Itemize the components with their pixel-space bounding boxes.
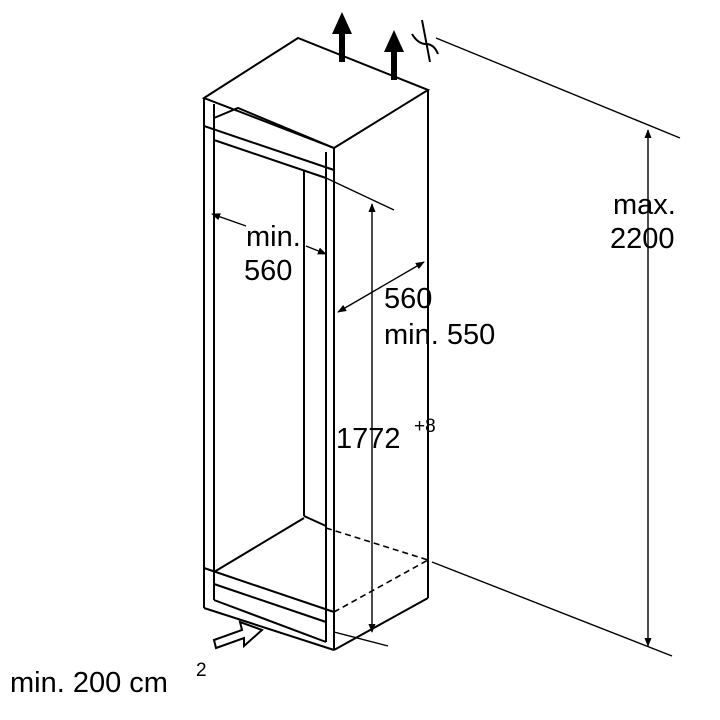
min-width-dimension: min. 560 — [211, 213, 327, 287]
break-stroke — [421, 19, 431, 63]
depth-min-value: min. 550 — [384, 319, 495, 351]
depth-dimension: 560 min. 550 — [325, 177, 495, 351]
ventilation-area-exponent: 2 — [196, 660, 207, 681]
exhaust-arrow-right-head — [384, 30, 404, 52]
niche-height-dimension: 1772 +8 — [333, 203, 436, 647]
bottom-shelf-back — [213, 517, 305, 573]
max-height-prefix: max. — [613, 189, 676, 221]
hidden-floor-back — [325, 527, 429, 561]
extension-line-top — [435, 37, 681, 139]
bottom-rail-inner — [213, 599, 327, 643]
cabinet-bottom-right-edge — [333, 597, 429, 651]
min-width-value: 560 — [244, 255, 292, 287]
intake-arrow-icon — [212, 620, 264, 650]
width-dimension-line-right — [305, 245, 327, 255]
cabinet-bottom-front-edge — [203, 607, 335, 651]
ventilation-intake: min. 200 cm 2 — [10, 620, 264, 699]
depth-dimension-line — [337, 261, 425, 313]
niche-height-tolerance: +8 — [414, 416, 436, 437]
extension-line-bottom — [431, 561, 673, 657]
cabinet-inner-back-base — [303, 515, 327, 527]
depth-extension-line-top — [325, 177, 395, 211]
ceiling-break-symbol — [411, 19, 439, 63]
exhaust-arrow-left-shaft — [339, 32, 345, 62]
max-height-value: 2200 — [610, 223, 675, 255]
bottom-shelf-front-lower — [213, 583, 327, 623]
top-shelf-front-lower — [213, 139, 327, 179]
exhaust-arrow-left-head — [332, 12, 352, 34]
depth-value: 560 — [384, 283, 432, 315]
ventilation-area-label: min. 200 cm — [10, 667, 168, 699]
width-dimension-line-left — [211, 213, 247, 227]
niche-height-value: 1772 — [336, 423, 401, 455]
top-shelf-front — [203, 125, 335, 171]
min-width-prefix: min. — [246, 221, 301, 253]
top-shelf-back — [213, 106, 335, 149]
cabinet-niche — [201, 36, 431, 651]
max-height-dimension: max. 2200 — [431, 37, 681, 657]
ventilation-exhaust-arrows — [332, 12, 404, 80]
niche-height-extension-bottom — [333, 631, 389, 647]
exhaust-arrow-right-shaft — [391, 50, 397, 80]
bottom-shelf-front — [203, 567, 335, 613]
hidden-floor-diagonal — [333, 559, 429, 613]
